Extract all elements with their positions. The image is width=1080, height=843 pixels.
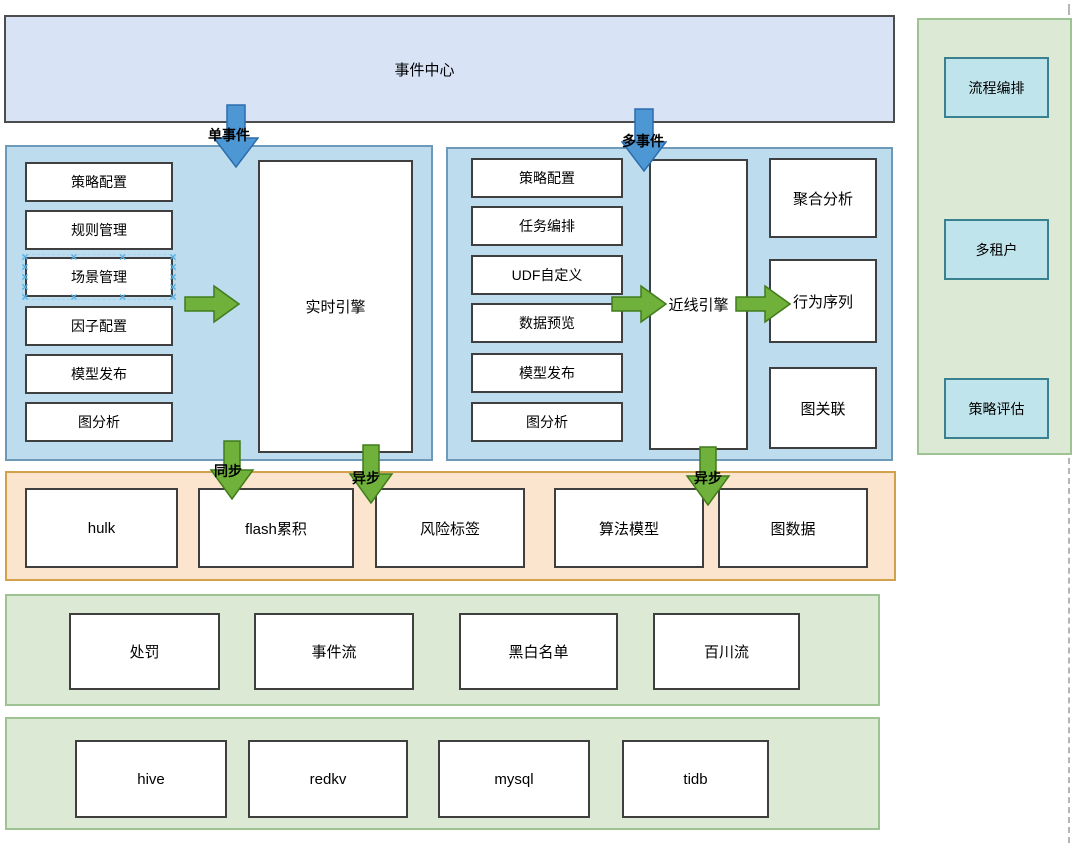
selection-handle-icon: ×	[21, 280, 29, 294]
selection-handle-icon: ×	[21, 260, 29, 274]
node-tidb[interactable]: tidb	[622, 740, 769, 818]
selection-handle-icon: ×	[119, 290, 127, 304]
arrow-right-to-behavior-icon	[735, 284, 791, 324]
node-punishment[interactable]: 处罚	[69, 613, 220, 690]
node-factor-config[interactable]: 因子配置	[25, 306, 173, 346]
selection-handle-icon: ×	[21, 290, 29, 304]
node-graph-association[interactable]: 图关联	[769, 367, 877, 449]
node-multi-tenant[interactable]: 多租户	[944, 219, 1049, 280]
label-async-left: 异步	[352, 470, 380, 486]
arrow-down-async-right-icon	[685, 446, 731, 506]
selection-handle-icon: ×	[119, 250, 127, 264]
node-hive[interactable]: hive	[75, 740, 227, 818]
dashed-guide-line	[1068, 458, 1070, 843]
node-strategy-config-right[interactable]: 策略配置	[471, 158, 623, 198]
node-udf-custom[interactable]: UDF自定义	[471, 255, 623, 295]
dashed-guide-line-top	[1068, 4, 1070, 15]
node-model-publish[interactable]: 模型发布	[25, 354, 173, 394]
node-graph-data[interactable]: 图数据	[718, 488, 868, 568]
node-graph-analysis[interactable]: 图分析	[25, 402, 173, 442]
node-scene-management[interactable]: 场景管理	[25, 257, 173, 297]
selection-handle-icon: ×	[169, 270, 177, 284]
arrow-right-to-realtime-icon	[184, 284, 240, 324]
node-redkv[interactable]: redkv	[248, 740, 408, 818]
selection-handle-icon: ×	[169, 290, 177, 304]
label-async-right: 异步	[694, 470, 722, 486]
node-hulk[interactable]: hulk	[25, 488, 178, 568]
arrow-down-async-left-icon	[348, 444, 394, 504]
node-strategy-config[interactable]: 策略配置	[25, 162, 173, 202]
selection-handle-icon: ×	[70, 250, 78, 264]
event-center-box[interactable]: 事件中心	[4, 15, 895, 123]
node-data-preview[interactable]: 数据预览	[471, 303, 623, 343]
arrow-down-sync-icon	[209, 440, 255, 500]
selection-handle-icon: ×	[169, 260, 177, 274]
node-model-publish-right[interactable]: 模型发布	[471, 353, 623, 393]
node-graph-analysis-right[interactable]: 图分析	[471, 402, 623, 442]
arrow-down-multi-event-icon	[621, 108, 667, 172]
selection-handle-icon: ×	[169, 280, 177, 294]
node-rule-management[interactable]: 规则管理	[25, 210, 173, 250]
selection-handle-icon: ×	[21, 270, 29, 284]
node-strategy-evaluation[interactable]: 策略评估	[944, 378, 1049, 439]
node-baichuan-stream[interactable]: 百川流	[653, 613, 800, 690]
arrow-right-to-nearline-icon	[611, 284, 668, 324]
label-sync: 同步	[214, 463, 242, 479]
selection-handle-icon: ×	[21, 250, 29, 264]
arrow-down-single-event-icon	[213, 104, 259, 168]
node-flow-orchestration[interactable]: 流程编排	[944, 57, 1049, 118]
selection-handle-icon: ×	[169, 250, 177, 264]
node-algo-model[interactable]: 算法模型	[554, 488, 704, 568]
node-realtime-engine[interactable]: 实时引擎	[258, 160, 413, 453]
label-single-event: 单事件	[208, 127, 250, 143]
node-task-orchestration[interactable]: 任务编排	[471, 206, 623, 246]
event-center-label: 事件中心	[394, 61, 455, 79]
node-mysql[interactable]: mysql	[438, 740, 590, 818]
scene-management-selection: × × × × × × × × × × × × × ×	[21, 251, 177, 303]
node-blackwhite-list[interactable]: 黑白名单	[459, 613, 618, 690]
node-risk-tag[interactable]: 风险标签	[375, 488, 525, 568]
node-flash-accumulate[interactable]: flash累积	[198, 488, 354, 568]
selection-handle-icon: ×	[70, 290, 78, 304]
label-multi-event: 多事件	[622, 133, 664, 149]
node-aggregate-analysis[interactable]: 聚合分析	[769, 158, 877, 238]
node-behavior-sequence[interactable]: 行为序列	[769, 259, 877, 343]
node-event-stream[interactable]: 事件流	[254, 613, 414, 690]
